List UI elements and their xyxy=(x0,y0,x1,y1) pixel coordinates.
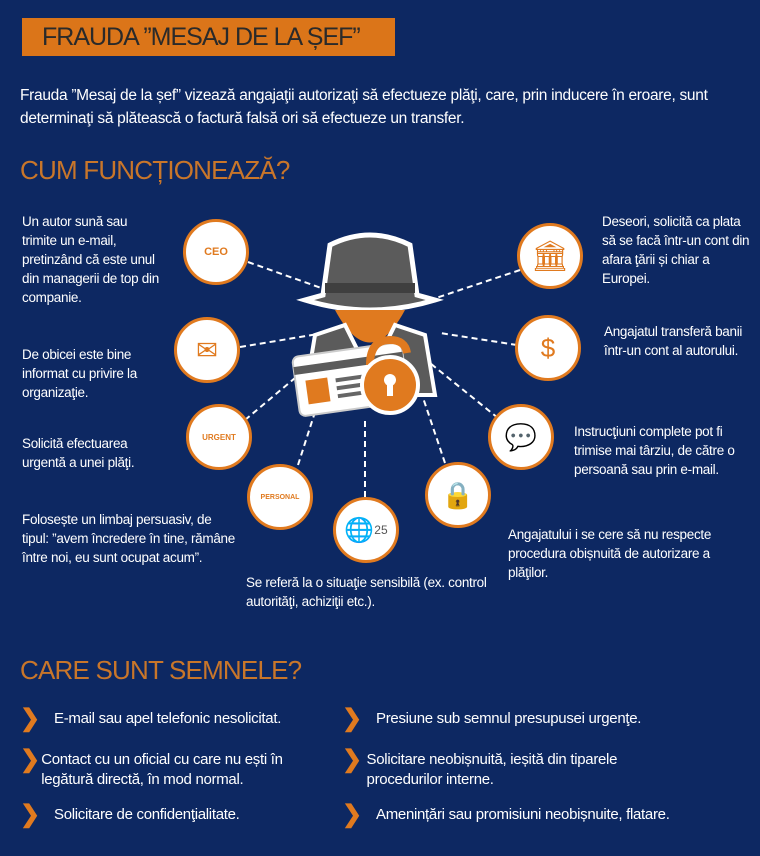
chevron-right-icon: ❯ xyxy=(342,705,362,732)
sign-text: Contact cu un oficial cu care nu ești în… xyxy=(41,751,283,788)
sign-text: Solicitare neobișnuită, ieșită din tipar… xyxy=(366,751,618,788)
urgent-label: URGENT xyxy=(202,432,236,442)
sign-item: ❯Solicitare neobișnuită, ieșită din tipa… xyxy=(342,746,642,790)
chevron-right-icon: ❯ xyxy=(20,801,40,828)
sign-text: Presiune sub semnul presupusei urgenţe. xyxy=(376,710,642,727)
urgent-laptop-icon: URGENT xyxy=(186,404,252,470)
intro-text: Frauda ”Mesaj de la șef” vizează angajaţ… xyxy=(20,87,708,127)
globe-calendar-icon: 🌐25 xyxy=(333,497,399,563)
how-it-works-heading: CUM FUNCȚIONEAZĂ? xyxy=(20,155,290,185)
fraudster-illustration xyxy=(291,232,444,417)
sign-text: E-mail sau apel telefonic nesolicitat. xyxy=(54,710,282,727)
sign-item: ❯ Amenințări sau promisiuni neobișnuite, … xyxy=(342,801,702,828)
bank-icon: 🏛 xyxy=(517,223,583,289)
sign-item: ❯ Presiune sub semnul presupusei urgenţe. xyxy=(342,705,672,732)
lock-form-icon: 🔒 xyxy=(425,462,491,528)
note-sensitive-situation: Se referă la o situaţie sensibilă (ex. c… xyxy=(246,575,487,609)
page-title: FRAUDA ”MESAJ DE LA ȘEF” xyxy=(22,18,395,56)
sign-text: Amenințări sau promisiuni neobișnuite, f… xyxy=(376,806,670,823)
note-persuasive-language: Folosește un limbaj persuasiv, de tipul:… xyxy=(22,512,235,565)
sign-text: Solicitare de confidenţialitate. xyxy=(54,806,240,823)
sign-item: ❯Contact cu un oficial cu care nu ești î… xyxy=(20,746,320,790)
signs-heading: CARE SUNT SEMNELE? xyxy=(20,655,302,685)
chat-bubbles-icon: 💬 xyxy=(488,404,554,470)
note-foreign-account: Deseori, solicită ca plata să se facă în… xyxy=(602,214,750,286)
sign-item: ❯ E-mail sau apel telefonic nesolicitat. xyxy=(20,705,320,732)
personal-document-icon: PERSONAL xyxy=(247,464,313,530)
chevron-right-icon: ❯ xyxy=(342,746,362,773)
chevron-right-icon: ❯ xyxy=(342,801,362,828)
money-stack-icon: $ xyxy=(515,315,581,381)
calendar-date: 25 xyxy=(374,523,388,537)
sign-item: ❯ Solicitare de confidenţialitate. xyxy=(20,801,320,828)
ceo-monitor-icon: CEO xyxy=(183,219,249,285)
note-money-transfer: Angajatul transferă banii într-un cont a… xyxy=(604,324,743,358)
note-author-calls: Un autor sună sau trimite un e-mail, pre… xyxy=(22,214,159,305)
chevron-right-icon: ❯ xyxy=(20,705,40,732)
note-urgent-payment: Solicită efectuarea urgentă a unei plăţi… xyxy=(22,436,135,470)
phone-email-icon: ✉ xyxy=(174,317,240,383)
note-instructions-later: Instrucţiuni complete pot fi trimise mai… xyxy=(574,424,735,477)
ceo-label: CEO xyxy=(204,246,228,258)
personal-label: PERSONAL xyxy=(260,493,300,501)
note-well-informed: De obicei este bine informat cu privire … xyxy=(22,347,137,400)
note-skip-procedure: Angajatului i se cere să nu respecte pro… xyxy=(508,527,712,580)
chevron-right-icon: ❯ xyxy=(20,746,40,773)
